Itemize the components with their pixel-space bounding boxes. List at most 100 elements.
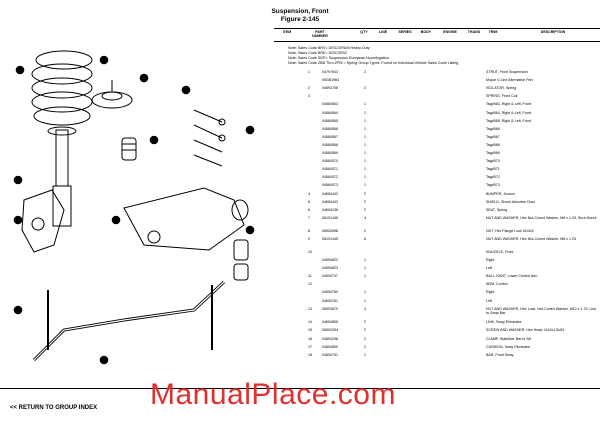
return-to-group-index-link[interactable]: << RETURN TO GROUP INDEX xyxy=(10,405,98,411)
quantity: 1 xyxy=(364,118,366,123)
part-description: Tag#569 xyxy=(486,151,500,155)
sway-bar-icon xyxy=(32,280,226,362)
part-number: 06101445 xyxy=(322,215,338,220)
part-description: BALL JOINT, Lower Control Arm xyxy=(486,274,538,279)
quantity: 2 xyxy=(364,327,366,332)
cushion-icon xyxy=(233,239,249,281)
part-description: CUSHION, Sway Eliminator xyxy=(486,345,531,350)
part-description: Right xyxy=(486,258,495,262)
column-trim: TRIM xyxy=(488,30,498,34)
column-trans: TRANS xyxy=(467,30,481,34)
part-description: STRUT, Front Suspension xyxy=(486,70,528,74)
quantity: 2 xyxy=(364,319,366,324)
sales-code-notes: Note: Sales Code BRV= DISC/DRUM Heavy Du… xyxy=(288,46,458,66)
strut-icon xyxy=(47,126,77,227)
part-description: SHIELD, Shock Absorber Dust xyxy=(486,199,535,204)
part-description: NUT AND WASHER, Hex Nut-Coned Washer, M8… xyxy=(486,215,597,220)
callout-markers xyxy=(13,55,255,365)
part-number: 04694706 xyxy=(322,86,338,91)
item-number: 14 xyxy=(308,319,312,324)
quantity: 1 xyxy=(364,258,366,262)
item-number: 4 xyxy=(308,191,310,196)
part-description: NUT AND WASHER, Hex Lock, Nut-Coned Wash… xyxy=(486,306,597,316)
item-number: 10 xyxy=(308,249,312,254)
part-number: 04684568 xyxy=(322,142,338,147)
item-number: 2 xyxy=(308,86,310,91)
column-item: ITEM xyxy=(282,30,292,34)
coil-spring-icon xyxy=(31,50,93,126)
part-description: LINK, Sway Eliminator xyxy=(486,319,522,324)
part-description: NUT, Hex Flange Lock M14x2 xyxy=(486,228,534,233)
quantity: 1 xyxy=(364,126,366,131)
part-description: Tag#566 xyxy=(486,126,500,131)
part-description: BUMPER, Jounce xyxy=(486,191,515,196)
quantity: 1 xyxy=(364,290,366,295)
part-number: 04684567 xyxy=(322,134,338,139)
column-series: SERIES xyxy=(398,30,412,34)
note-line: Note: Sales Code SDP= Suspension Europea… xyxy=(288,56,389,61)
quantity: 2 xyxy=(364,86,366,91)
control-arm-icon xyxy=(123,187,249,251)
note-line: Note: Sales Code BRE= DISC/DISC xyxy=(288,51,348,56)
column-qty: QTY xyxy=(360,30,368,34)
part-number: 04684573 xyxy=(322,183,338,188)
quantity: 6 xyxy=(364,236,366,241)
part-number: 04694760 xyxy=(322,290,338,295)
quantity: 4 xyxy=(364,306,366,311)
quantity: 1 xyxy=(364,175,366,180)
note-line: Note: Sales Code ZBB Thru ZPM = Spring G… xyxy=(288,61,459,66)
part-number: 04684566 xyxy=(322,126,338,131)
item-number: 15 xyxy=(308,327,312,332)
part-description: Left xyxy=(486,266,492,271)
part-number: 06503870 xyxy=(322,306,338,311)
jounce-bumper-icon xyxy=(121,137,137,161)
quantity: 2 xyxy=(364,207,366,212)
item-number: 9 xyxy=(308,236,310,241)
part-number: 04694823 xyxy=(322,266,338,271)
part-description: CLAMP, Stabilizer Bar to Sill xyxy=(486,337,532,342)
quantity: 2 xyxy=(364,191,366,196)
item-number: 1 xyxy=(308,70,310,74)
item-number: 18 xyxy=(308,353,312,358)
part-number: 04694747 xyxy=(322,274,338,279)
quantity: 1 xyxy=(364,266,366,271)
part-number: 04694298 xyxy=(322,337,338,342)
part-description: ARM, Control xyxy=(486,282,508,287)
item-number: 16 xyxy=(308,337,312,342)
strut-mount-icon xyxy=(91,80,133,109)
part-description: Tag#567 xyxy=(486,134,500,139)
part-number: 04694751 xyxy=(322,353,338,358)
quantity: 1 xyxy=(364,142,366,147)
item-number: 7 xyxy=(308,215,310,220)
column-line: LINE xyxy=(378,30,388,34)
part-description: Mopar V-Line Alternative Part xyxy=(486,78,533,83)
part-description: Right xyxy=(486,290,495,295)
part-description: Tag#571 xyxy=(486,167,500,172)
part-number: 05GB1964 xyxy=(322,78,340,83)
part-number: 04684443 xyxy=(322,199,338,204)
quantity: 2 xyxy=(364,228,366,233)
quantity: 1 xyxy=(364,274,366,279)
quantity: 1 xyxy=(364,102,366,107)
footer-divider xyxy=(0,388,600,389)
quantity: 1 xyxy=(364,134,366,139)
part-description: Tag#570 xyxy=(486,159,500,164)
item-number: 6 xyxy=(308,207,310,212)
part-number: 04694890 xyxy=(322,345,338,350)
part-number: 04684565 xyxy=(322,118,338,123)
part-description: Tag#565, Right & Left, Front xyxy=(486,118,531,123)
part-description: Tag#563, Right & Left, Front xyxy=(486,102,531,107)
part-description: Tag#573 xyxy=(486,183,500,188)
quantity: 2 xyxy=(364,345,366,350)
part-number: 04694822 xyxy=(322,258,338,262)
part-number: 04684563 xyxy=(322,102,338,107)
part-number: 04684564 xyxy=(322,110,338,115)
part-number: 04684570 xyxy=(322,159,338,164)
quantity: 1 xyxy=(364,151,366,155)
part-number: 04694761 xyxy=(322,298,338,303)
item-number: 17 xyxy=(308,345,312,350)
column-body: BODY xyxy=(420,30,432,34)
sway-link-icon xyxy=(47,285,213,350)
quantity: 1 xyxy=(364,110,366,115)
part-number: 04694855 xyxy=(322,319,338,324)
